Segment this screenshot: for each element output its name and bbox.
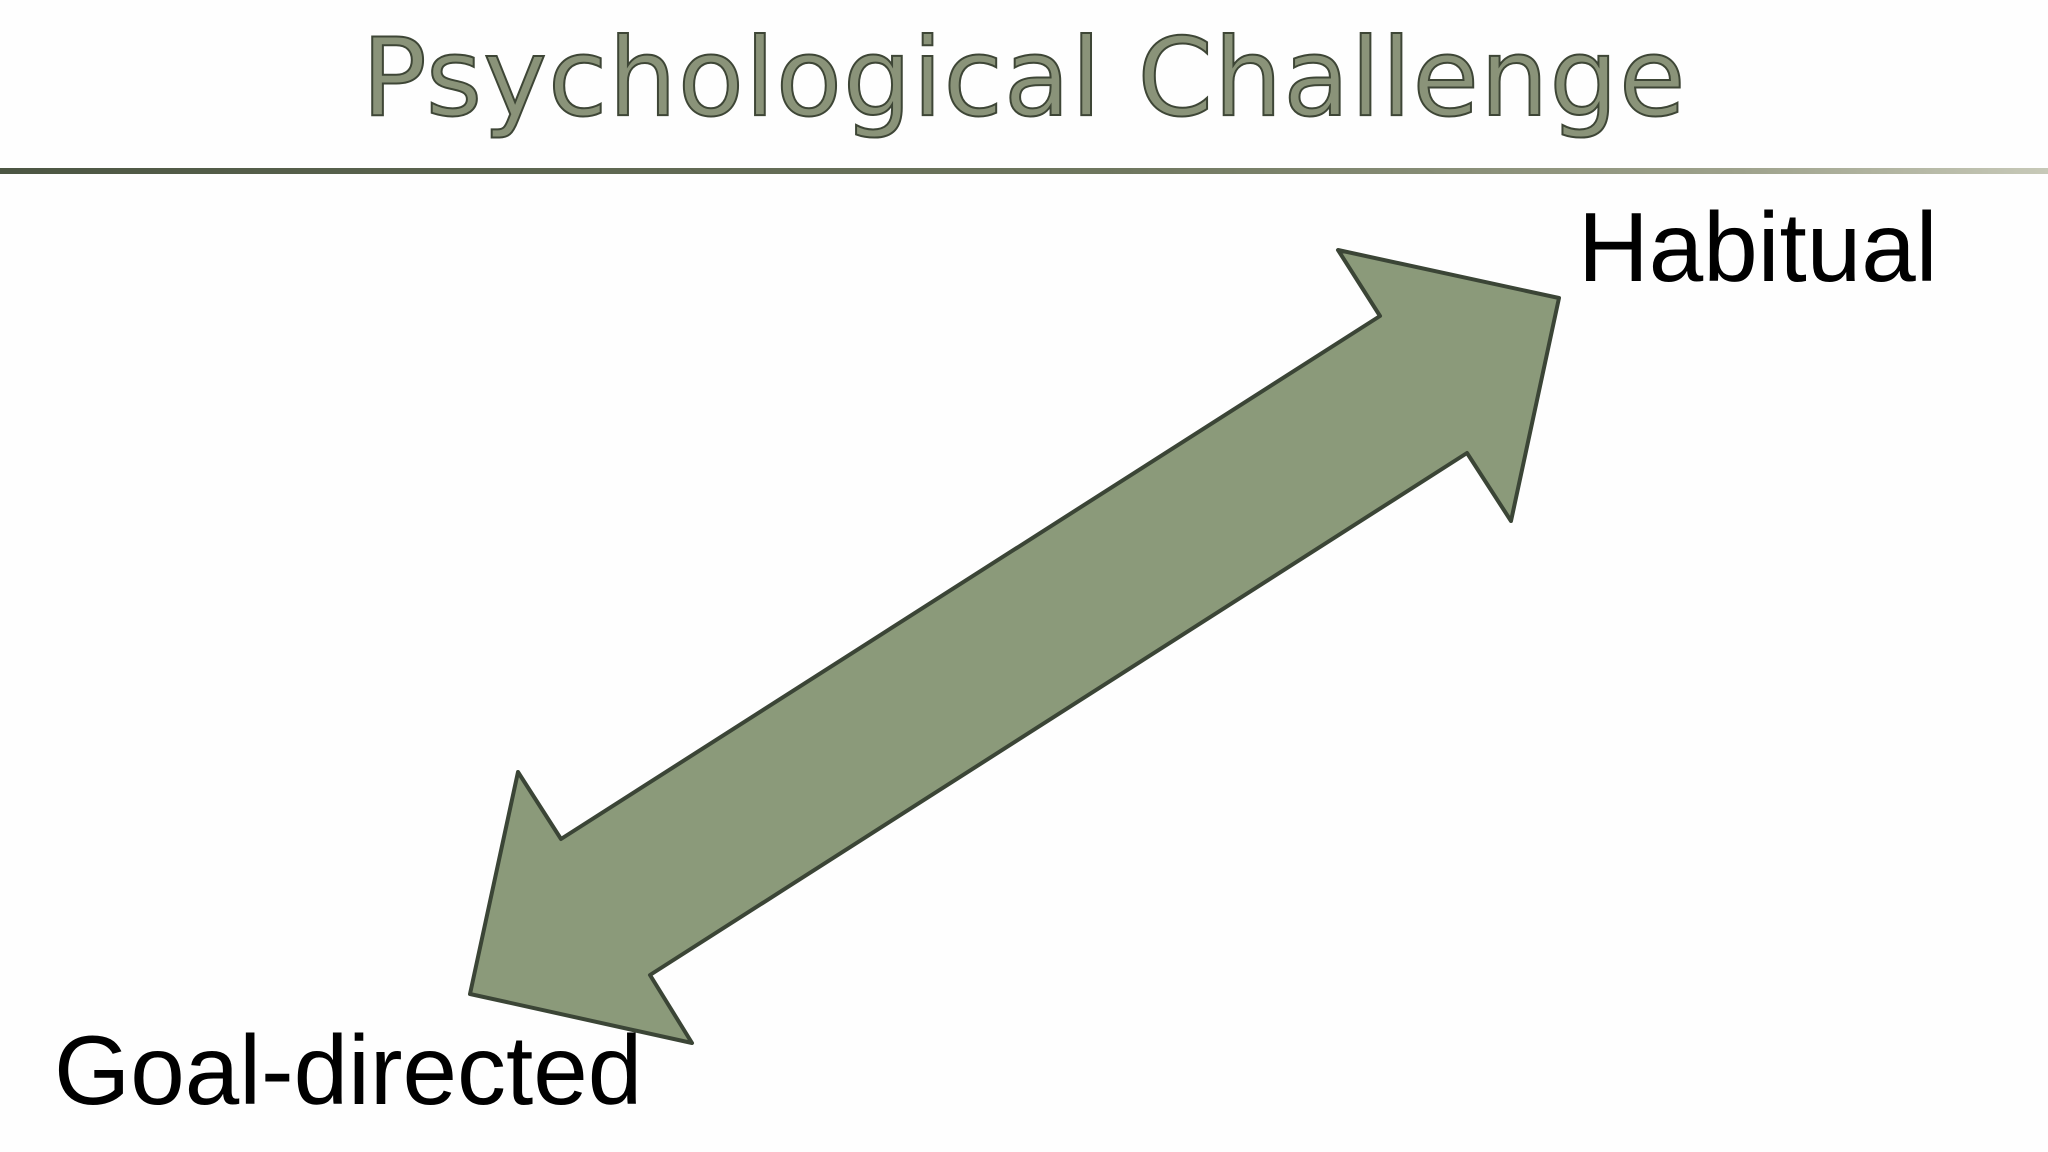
- double-headed-arrow-shape: [468, 248, 1561, 1045]
- label-habitual: Habitual: [1578, 192, 1938, 302]
- title-divider: [0, 168, 2048, 174]
- label-goal-directed: Goal-directed: [54, 1015, 643, 1125]
- slide-title: Psychological Challenge: [361, 15, 1687, 142]
